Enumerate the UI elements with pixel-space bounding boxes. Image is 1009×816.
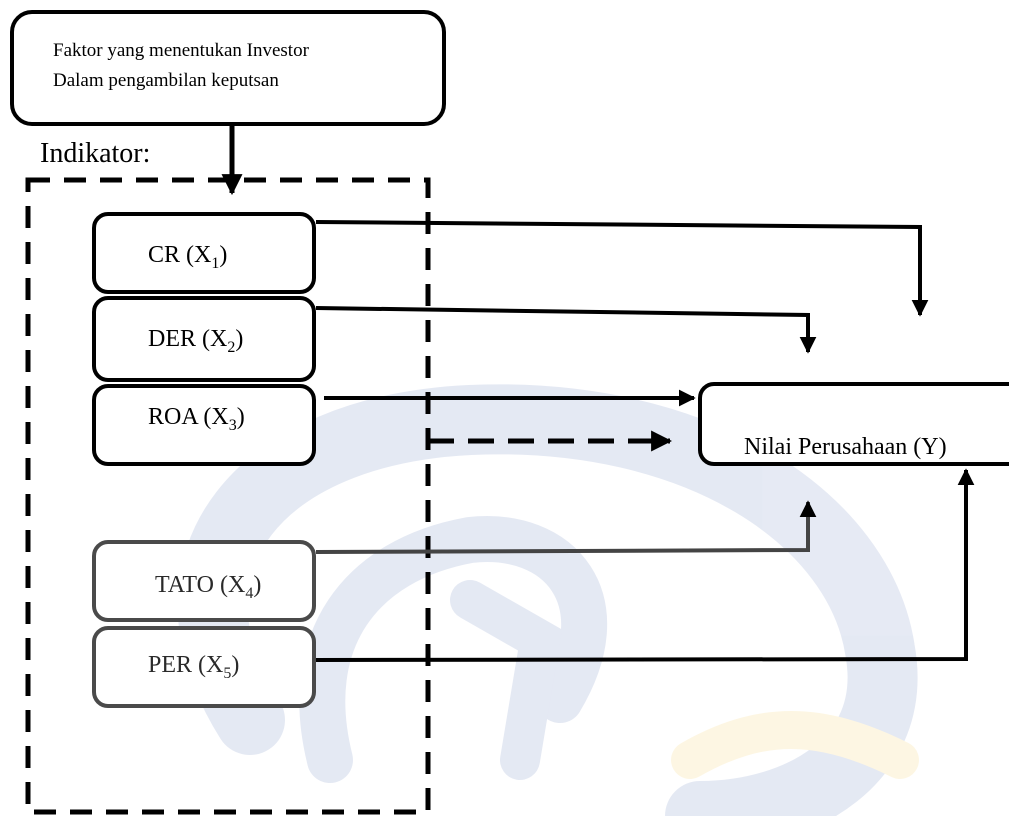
indicator-box-tato bbox=[92, 540, 316, 622]
target-label: Nilai Perusahaan (Y) bbox=[744, 434, 947, 460]
top-box bbox=[10, 10, 446, 126]
arrow-tato bbox=[315, 500, 817, 554]
indicator-box-der bbox=[92, 296, 316, 382]
indicator-label-cr: CR (X1) bbox=[148, 242, 228, 272]
indicator-label-tato: TATO (X4) bbox=[155, 572, 262, 602]
indicator-label-per: PER (X5) bbox=[148, 652, 240, 682]
target-box bbox=[698, 382, 1009, 466]
indicator-box-per bbox=[92, 626, 316, 708]
indicator-heading: Indikator: bbox=[40, 138, 151, 169]
arrow-der bbox=[315, 306, 817, 354]
arrow-cr bbox=[315, 220, 929, 317]
indicator-label-roa: ROA (X3) bbox=[148, 404, 245, 434]
top-box-line-2: Dalam pengambilan keputsan bbox=[53, 70, 279, 91]
indicator-box-cr bbox=[92, 212, 316, 294]
arrow-per bbox=[315, 468, 975, 662]
top-box-text: Faktor yang menentukan Investor Dalam pe… bbox=[53, 36, 309, 96]
top-box-line-1: Faktor yang menentukan Investor bbox=[53, 40, 309, 61]
indicator-label-der: DER (X2) bbox=[148, 326, 244, 356]
indicator-box-roa bbox=[92, 384, 316, 466]
